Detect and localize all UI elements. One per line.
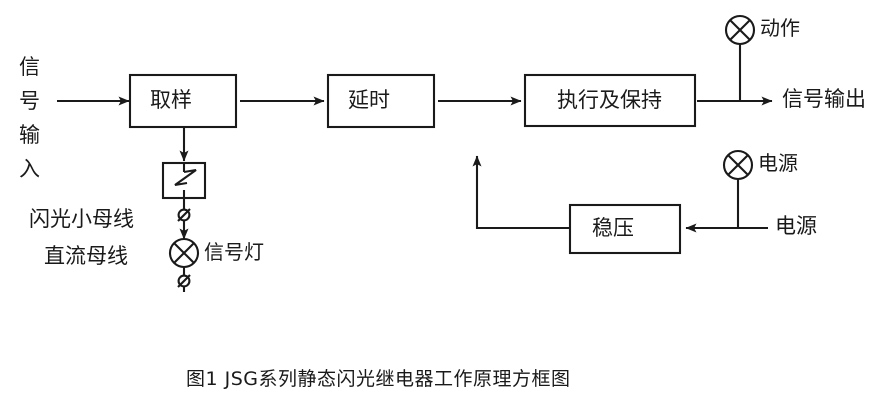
signal-lamp-label: 信号灯 (204, 240, 264, 264)
action-lamp-label: 动作 (760, 16, 800, 40)
input-label-char-3: 输 (19, 123, 40, 147)
arrow-regulator-feedback (472, 155, 570, 230)
power-lamp-label: 电源 (758, 151, 798, 175)
signal-lamp-cross-b (173, 242, 195, 264)
contact-blade (174, 168, 197, 187)
block-label-sampling: 取样 (150, 88, 192, 112)
terminal-slash-lower (177, 274, 191, 288)
dc-bus-label: 直流母线 (44, 244, 128, 268)
power-lamp-cross-b (727, 154, 749, 176)
block-regulator-rect (568, 203, 682, 255)
terminal-slash-upper (177, 208, 191, 222)
signal-output-label: 信号输出 (782, 87, 866, 111)
block-label-execute: 执行及保持 (557, 88, 662, 112)
block-delay-rect (326, 73, 436, 129)
input-label-char-4: 入 (19, 157, 40, 181)
block-label-delay: 延时 (348, 88, 390, 112)
action-lamp-cross-b (729, 19, 751, 41)
input-label-char-2: 号 (19, 89, 40, 113)
block-execute-rect (523, 73, 697, 128)
power-source-label: 电源 (775, 214, 817, 238)
block-label-regulator: 稳压 (592, 216, 634, 240)
flash-bus-label: 闪光小母线 (29, 207, 134, 231)
figure-caption: 图1 JSG系列静态闪光继电器工作原理方框图 (186, 368, 571, 390)
input-label-char-1: 信 (19, 55, 40, 79)
